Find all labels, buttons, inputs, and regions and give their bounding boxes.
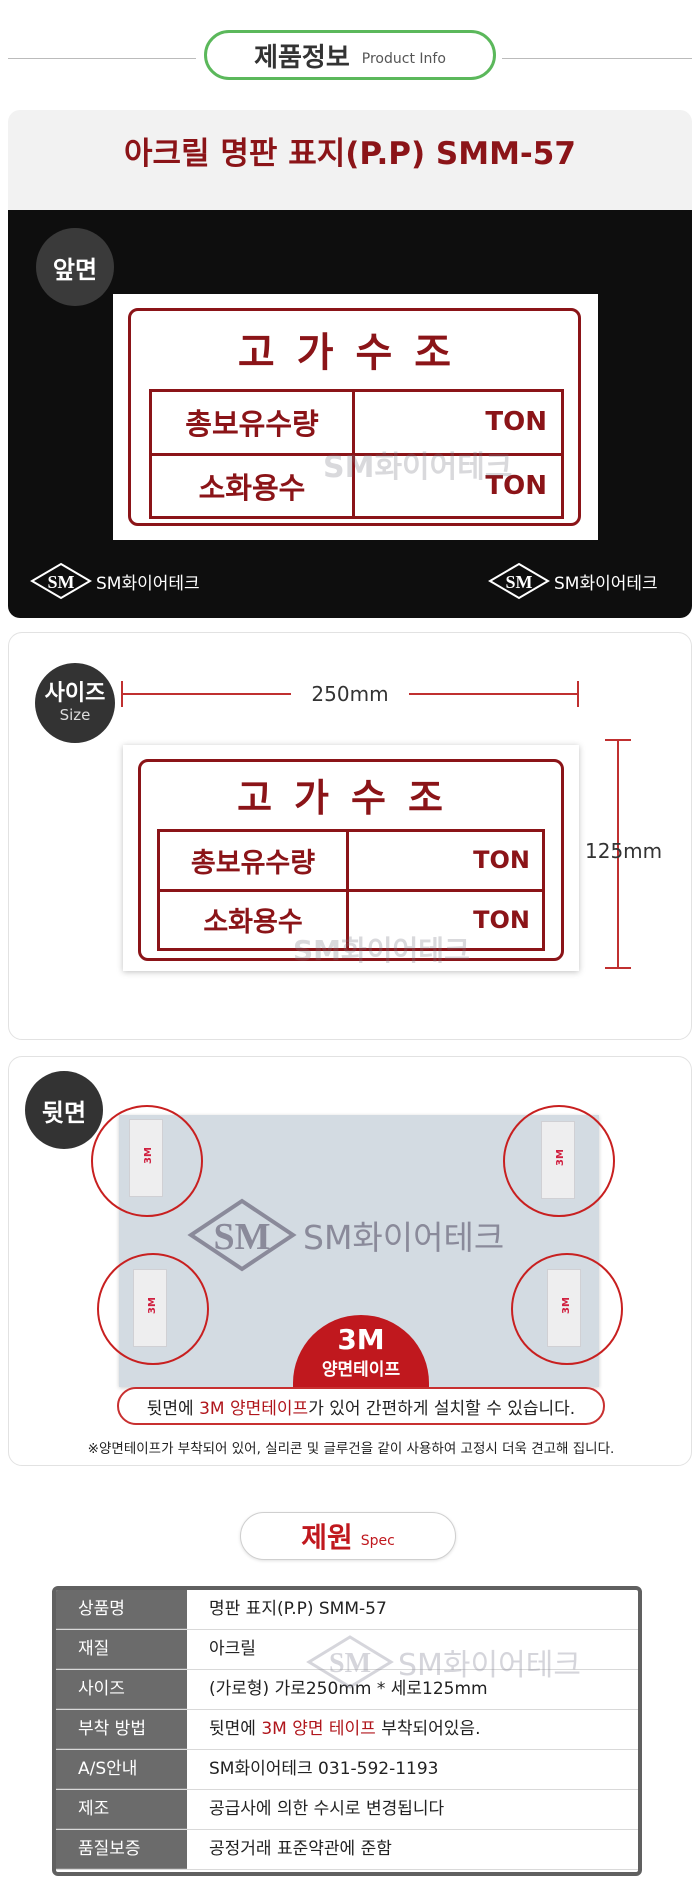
back-note: 뒷면에 3M 양면테이프가 있어 간편하게 설치할 수 있습니다. [117, 1387, 605, 1425]
sign-frame [128, 308, 581, 526]
brand-name: SM화이어테크 [96, 573, 200, 594]
highlight-circle [91, 1105, 203, 1217]
back-footnote: ※양면테이프가 부착되어 있어, 실리콘 및 글루건을 같이 사용하여 고정시 … [87, 1441, 615, 1457]
back-badge: 뒷면 [25, 1071, 103, 1149]
spec-value-highlight: 3M 양면 테이프 [261, 1719, 376, 1739]
spec-value: 공정거래 표준약관에 준함 [209, 1839, 392, 1859]
watermark: SM화이어테크 [323, 450, 513, 485]
front-badge-label: 앞면 [52, 255, 98, 284]
svg-text:SM: SM [506, 572, 533, 592]
sign-title: 고가수조 [237, 330, 474, 376]
sign-table: 총보유수량 TON 소화용수 TON [157, 829, 545, 951]
table-row: 상품명 명판 표지(P.P) SMM-57 [56, 1590, 638, 1630]
height-dimension [605, 739, 631, 969]
sm-logo-icon: SM [187, 1198, 297, 1272]
size-badge-sub: Size [59, 706, 91, 724]
spec-label: 상품명 [56, 1590, 187, 1629]
sign-row2-unit: TON [352, 452, 564, 519]
front-badge: 앞면 [36, 228, 114, 306]
spec-label: 재질 [56, 1630, 187, 1669]
spec-value: 공급사에 의한 수시로 변경됩니다 [209, 1799, 445, 1819]
svg-text:SM: SM [48, 572, 75, 592]
spec-value: (가로형) 가로250mm * 세로125mm [209, 1679, 488, 1699]
section-title-en: Product Info [361, 51, 446, 67]
table-row: 부착 방법 뒷면에 3M 양면 테이프 부착되어있음. [56, 1710, 638, 1750]
spec-value: SM화이어테크 031-592-1193 [209, 1759, 439, 1779]
size-badge-label: 사이즈 [44, 681, 106, 706]
spec-table: 상품명 명판 표지(P.P) SMM-57 재질 아크릴 사이즈 (가로형) 가… [52, 1586, 642, 1876]
spec-label: 제조 [56, 1790, 187, 1829]
sign-row2-unit: TON [346, 888, 545, 951]
highlight-circle [503, 1105, 615, 1217]
sign-row2-label: 소화용수 [157, 888, 349, 951]
note-highlight: 3M 양면테이프 [199, 1398, 309, 1419]
product-name: 아크릴 명판 표지(P.P) SMM-57 [124, 136, 576, 172]
watermark-text: SM화이어테크 [398, 1648, 581, 1683]
sm-logo-icon: SM [488, 562, 550, 600]
spec-title-en: Spec [360, 1533, 395, 1549]
sign-frame [138, 759, 564, 961]
sign-table: 총보유수량 TON 소화용수 TON [149, 389, 564, 519]
sign-row1-label: 총보유수량 [149, 389, 355, 456]
back-card: 뒷면 SM SM화이어테크 3M 3M 3M 3M 3M 양면테이프 뒷면에 3… [8, 1056, 692, 1466]
svg-text:SM: SM [214, 1216, 271, 1258]
watermark-text: SM화이어테크 [303, 1218, 505, 1257]
sign-row1-unit: TON [352, 389, 564, 456]
brand-logo: SM SM화이어테크 [488, 562, 658, 600]
spec-value-text: 뒷면에 [209, 1719, 262, 1739]
spec-title-ko: 제원 [301, 1521, 353, 1554]
table-row: A/S안내 SM화이어테크 031-592-1193 [56, 1750, 638, 1790]
product-name-bar [8, 110, 692, 210]
spec-label: 품질보증 [56, 1830, 187, 1869]
front-photo: 앞면 고가수조 총보유수량 TON 소화용수 TON SM화이어테크 SM SM… [8, 210, 692, 618]
note-text: 뒷면에 [146, 1398, 200, 1419]
table-row: 제조 공급사에 의한 수시로 변경됩니다 [56, 1790, 638, 1830]
size-badge: 사이즈 Size [35, 663, 115, 743]
section-title-spec: 제원 Spec [240, 1512, 456, 1560]
spec-value: 아크릴 [209, 1639, 256, 1659]
width-dimension: 250mm [121, 681, 579, 707]
spec-value: 뒷면에 3M 양면 테이프 부착되어있음. [187, 1710, 638, 1749]
brand-name: SM화이어테크 [554, 573, 658, 594]
note-text: 가 있어 간편하게 설치할 수 있습니다. [308, 1398, 576, 1419]
width-label: 250mm [291, 681, 409, 707]
section-title-product-info: 제품정보 Product Info [204, 30, 496, 80]
sm-logo-icon: SM [30, 562, 92, 600]
spec-label: 부착 방법 [56, 1710, 187, 1749]
svg-text:SM: SM [329, 1648, 371, 1679]
divider [8, 58, 196, 59]
table-row: 사이즈 (가로형) 가로250mm * 세로125mm [56, 1670, 638, 1710]
back-badge-label: 뒷면 [41, 1098, 87, 1127]
divider [502, 58, 692, 59]
sign-row1-label: 총보유수량 [157, 829, 349, 892]
watermark: SM화이어테크 [293, 934, 470, 967]
table-row: 재질 아크릴 [56, 1630, 638, 1670]
size-sign: 고가수조 총보유수량 TON 소화용수 TON SM화이어테크 [123, 745, 579, 971]
sign-row1-unit: TON [346, 829, 545, 892]
sign-row2-label: 소화용수 [149, 452, 355, 519]
highlight-circle [97, 1253, 209, 1365]
sm-logo-icon: SM [306, 1635, 394, 1689]
sign-title: 고가수조 [237, 776, 465, 820]
front-sign: 고가수조 총보유수량 TON 소화용수 TON SM화이어테크 [113, 294, 598, 540]
spec-label: A/S안내 [56, 1750, 187, 1789]
spec-value: 명판 표지(P.P) SMM-57 [209, 1599, 387, 1619]
spec-label: 사이즈 [56, 1670, 187, 1709]
tape-badge-sub: 양면테이프 [321, 1360, 401, 1380]
spec-value-text: 부착되어있음. [375, 1719, 481, 1739]
size-card: 사이즈 Size 250mm 125mm 고가수조 총보유수량 TON 소화용수… [8, 632, 692, 1040]
brand-logo: SM SM화이어테크 [30, 562, 200, 600]
height-label: 125mm [585, 839, 663, 863]
table-row: 품질보증 공정거래 표준약관에 준함 [56, 1830, 638, 1870]
section-title-ko: 제품정보 [254, 42, 350, 73]
highlight-circle [511, 1253, 623, 1365]
spec-watermark: SM SM화이어테크 [306, 1634, 581, 1690]
back-watermark: SM SM화이어테크 [187, 1197, 504, 1273]
tape-badge-title: 3M [337, 1323, 385, 1356]
